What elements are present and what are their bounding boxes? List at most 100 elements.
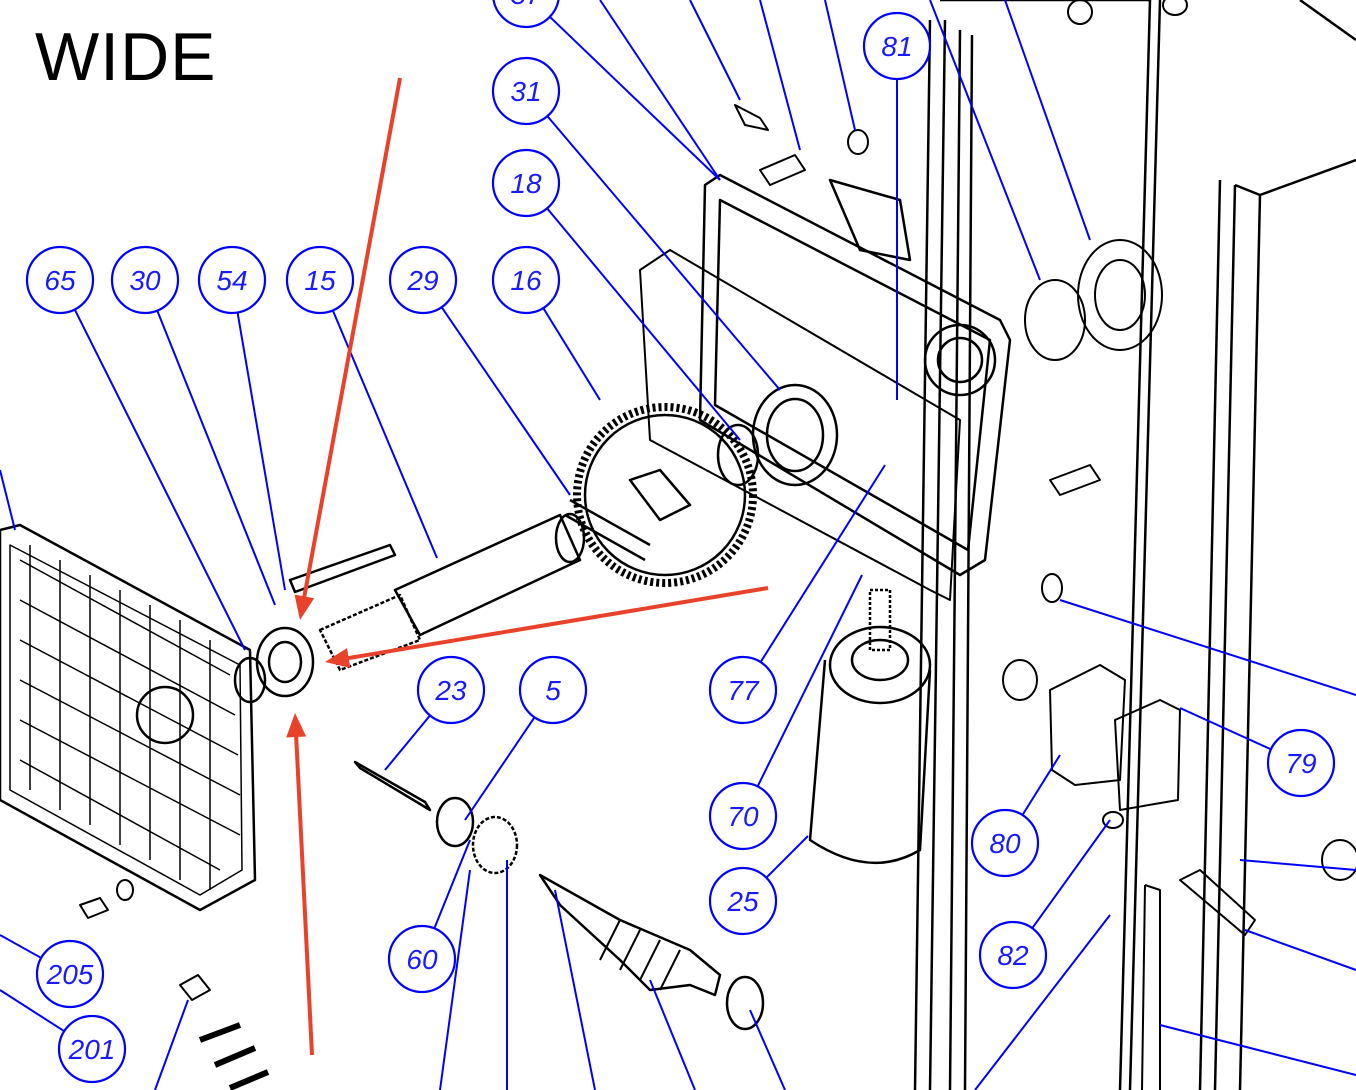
callout-80: 80 — [970, 808, 1040, 878]
callout-circle — [708, 866, 778, 936]
leader-line — [1031, 819, 1111, 929]
callout-circle — [491, 245, 561, 315]
callout-label: 18 — [510, 168, 542, 199]
callout-label: 25 — [726, 886, 759, 917]
leader-line — [756, 574, 863, 787]
callout-65: 65 — [25, 245, 95, 315]
callout-circle — [862, 11, 932, 81]
callout-label: 201 — [68, 1034, 116, 1065]
leader-line — [433, 839, 471, 929]
leader-line — [689, 0, 741, 101]
callout-circle — [35, 939, 105, 1009]
callout-circle — [970, 808, 1040, 878]
frame-rails — [913, 0, 1356, 1090]
callout-label: 23 — [434, 675, 467, 706]
red-arrow — [325, 586, 769, 668]
callout-81: 81 — [862, 11, 932, 81]
callout-circle — [491, 56, 561, 126]
pin — [288, 543, 397, 594]
callout-5: 5 — [518, 655, 588, 725]
callout-circle — [25, 245, 95, 315]
leader-line — [759, 464, 886, 663]
callout-205: 205 — [35, 939, 105, 1009]
splined-shaft — [318, 498, 651, 672]
callout-label: 31 — [510, 76, 541, 107]
callout-31: 31 — [491, 56, 561, 126]
callout-label: 70 — [727, 801, 759, 832]
leader-line — [765, 835, 809, 879]
leader-line — [599, 0, 721, 181]
callout-label: 205 — [46, 959, 94, 990]
callout-circle — [57, 1014, 127, 1084]
callout-label: 77 — [727, 675, 760, 706]
callout-label: 81 — [881, 31, 912, 62]
callout-circle — [708, 655, 778, 725]
leader-line — [1059, 599, 1356, 696]
leader-line — [554, 889, 596, 1090]
callout-circle — [492, 0, 560, 29]
callout-circle — [1266, 728, 1336, 798]
callout-15: 15 — [285, 245, 355, 315]
callout-circle — [110, 245, 180, 315]
callout-circle — [197, 245, 267, 315]
leader-line — [1004, 0, 1091, 241]
leader-line — [824, 0, 856, 131]
callout-circle — [387, 924, 457, 994]
callout-label: 65 — [44, 265, 76, 296]
small-bearing — [233, 626, 315, 704]
leader-line — [759, 0, 801, 151]
callout-circle — [978, 920, 1048, 990]
callout-circle — [491, 148, 561, 218]
leader-line — [236, 312, 286, 591]
callout-54: 54 — [197, 245, 267, 315]
leader-line — [974, 914, 1111, 1090]
diagram-title: WIDE — [35, 19, 217, 95]
callout-201: 201 — [57, 1014, 127, 1084]
leader-line — [1244, 929, 1356, 971]
leader-line — [440, 306, 571, 496]
leader-line — [546, 115, 781, 391]
callout-label: 30 — [129, 265, 161, 296]
callout-79: 79 — [1266, 728, 1336, 798]
red-arrow — [286, 713, 314, 1056]
leader-line — [156, 310, 276, 606]
arrowhead-icon — [294, 594, 315, 620]
leader-line — [1239, 859, 1356, 871]
red-arrow — [294, 77, 402, 620]
leader-line — [464, 716, 536, 821]
leader-line — [649, 979, 696, 1090]
callout-label: 60 — [406, 944, 438, 975]
leader-line — [542, 307, 601, 401]
leader-line — [546, 207, 741, 441]
leader-line — [1159, 1024, 1356, 1076]
cover-plate — [0, 523, 257, 912]
red-arrows — [286, 77, 769, 1056]
callout-label: 29 — [406, 265, 438, 296]
callout-60: 60 — [387, 924, 457, 994]
callout-circle — [708, 781, 778, 851]
leader-line — [439, 869, 471, 1090]
leader-line — [73, 309, 246, 651]
leader-line — [384, 714, 431, 771]
callout-circle — [285, 245, 355, 315]
callout-label: 5 — [545, 675, 561, 706]
callout-25: 25 — [708, 866, 778, 936]
spur-gear — [573, 403, 760, 587]
callout-circle — [416, 655, 486, 725]
gearbox-housing — [639, 173, 1012, 601]
callout-82: 82 — [978, 920, 1048, 990]
leader-line — [1179, 707, 1272, 751]
leader-line — [0, 469, 16, 531]
callout-circle — [388, 245, 458, 315]
callout-label: 82 — [997, 940, 1029, 971]
leader-line — [1021, 754, 1061, 816]
small-hardware — [79, 0, 1356, 1090]
callout-29: 29 — [388, 245, 458, 315]
callout-label: 79 — [1285, 748, 1316, 779]
leader-line — [154, 999, 189, 1090]
callout-circle — [518, 655, 588, 725]
leader-line — [749, 1009, 786, 1090]
